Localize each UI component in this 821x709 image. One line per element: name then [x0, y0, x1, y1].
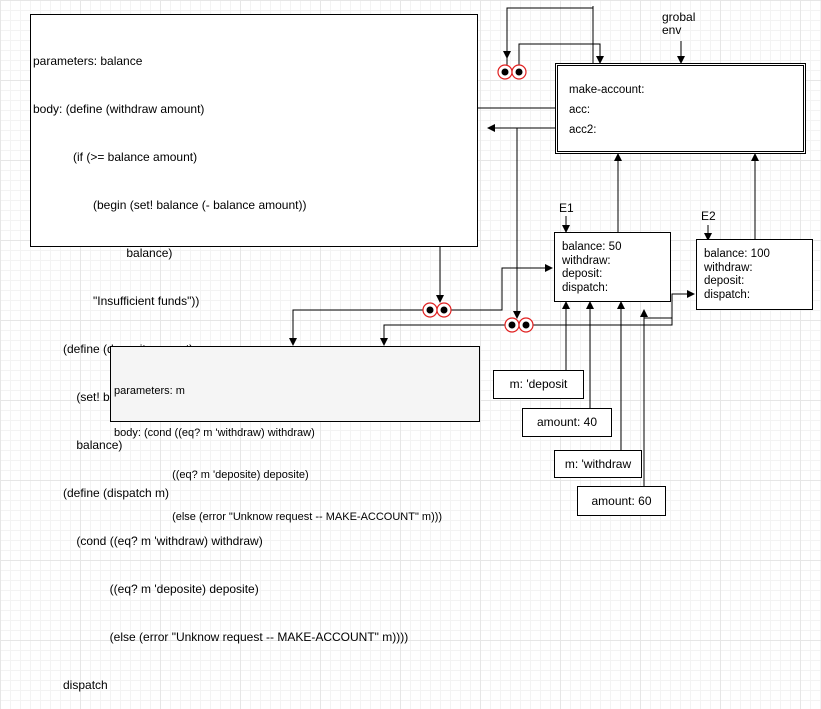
e1-label: E1 [559, 201, 574, 215]
frame-amount60-parent-arrow [643, 310, 673, 486]
make-account-closure [497, 64, 527, 80]
proc1-line: (else (error "Unknow request -- MAKE-ACC… [33, 630, 409, 644]
e2-dispatch-closure [504, 317, 534, 333]
procedure-dispatch-box: parameters: m body: (cond ((eq? m 'withd… [110, 346, 480, 523]
e1-binding-withdraw: withdraw: [562, 254, 611, 267]
proc1-line: "Insufficient funds")) [33, 294, 200, 308]
e2-closure-code-arrow [380, 324, 512, 346]
acc2-to-closure-line [513, 127, 560, 319]
frame-amount-40: amount: 40 [522, 408, 612, 437]
e2-frame: balance: 100 withdraw: deposit: dispatch… [696, 239, 813, 310]
environment-diagram-arrows [289, 6, 759, 486]
proc1-line: dispatch [33, 678, 108, 692]
e1-dispatch-closure [422, 302, 452, 318]
proc1-line: (define (dispatch m) [33, 486, 170, 500]
global-binding-make-account: make-account: [569, 84, 645, 96]
make-account-binding-arrow [503, 7, 594, 88]
e1-binding-deposit: deposit: [562, 268, 603, 280]
proc1-line: (begin (set! balance (- balance amount)) [33, 198, 307, 212]
proc2-line: ((eq? m 'deposite) deposite) [114, 469, 309, 481]
make-account-env-arrow [518, 43, 604, 72]
frame-m-withdraw-text: m: 'withdraw [564, 457, 632, 471]
frame-m-withdraw: m: 'withdraw [554, 450, 642, 478]
e2-binding-withdraw: withdraw: [704, 261, 753, 274]
e1-closure-env-arrow [449, 264, 553, 311]
e2-label: E2 [701, 209, 716, 223]
e1-frame: balance: 50 withdraw: deposit: dispatch: [554, 232, 671, 302]
proc1-line: ((eq? m 'deposite) deposite) [33, 582, 259, 596]
global-env-label-line2: env [662, 23, 682, 37]
global-env-frame: make-account: acc: acc2: [555, 63, 806, 154]
frame-amount-60: amount: 60 [577, 486, 666, 516]
procedure-make-account-box: parameters: balance body: (define (withd… [30, 14, 478, 692]
proc2-line: body: (cond ((eq? m 'withdraw) withdraw) [114, 427, 315, 439]
global-binding-acc: acc: [569, 104, 591, 116]
e1-binding-dispatch: dispatch: [562, 281, 609, 294]
e2-closure-env-arrow [530, 290, 695, 326]
frame-m-deposit-text: m: 'deposit [509, 377, 568, 391]
proc1-line: balance) [33, 438, 123, 452]
global-env-label-line1: grobal [662, 10, 696, 24]
frame-amount-40-text: amount: 40 [536, 415, 598, 429]
proc1-line: (cond ((eq? m 'withdraw) withdraw) [33, 534, 263, 548]
proc1-line: parameters: balance [33, 54, 143, 68]
e2-binding-deposit: deposit: [704, 275, 745, 287]
e2-binding-balance: balance: 100 [704, 248, 770, 260]
proc2-line: (else (error "Unknow request -- MAKE-ACC… [114, 511, 443, 523]
e1-closure-code-arrow [289, 309, 430, 346]
proc1-line: (if (>= balance amount) [33, 150, 198, 164]
proc1-line: body: (define (withdraw amount) [33, 102, 205, 116]
proc1-line: balance) [33, 246, 173, 260]
e2-binding-dispatch: dispatch: [704, 288, 751, 301]
global-binding-acc2: acc2: [569, 124, 597, 136]
proc2-line: parameters: m [114, 385, 185, 397]
frame-m-deposit: m: 'deposit [493, 370, 584, 399]
frame-amount-60-text: amount: 60 [591, 494, 652, 508]
e1-binding-balance: balance: 50 [562, 241, 622, 253]
